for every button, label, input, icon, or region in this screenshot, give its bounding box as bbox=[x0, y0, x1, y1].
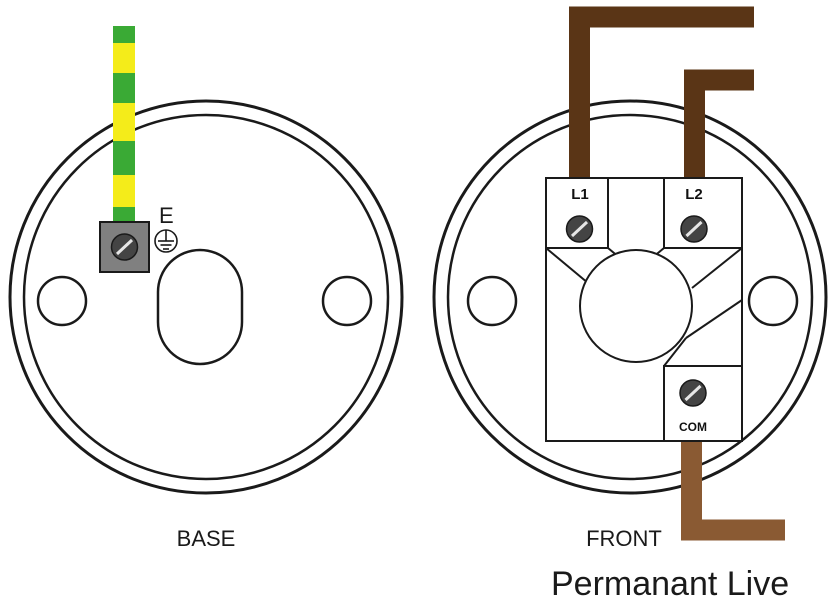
permanent-live-label: Permanant Live bbox=[551, 565, 789, 603]
front-unit: L1 L2 COM FRONT bbox=[432, 6, 828, 551]
front-mounting-hole-left bbox=[466, 275, 518, 327]
front-caption: FRONT bbox=[586, 526, 662, 551]
terminal-l1-screw bbox=[565, 215, 594, 243]
front-inner-ring bbox=[446, 113, 814, 481]
base-center-slot bbox=[156, 248, 244, 366]
base-unit: E BASE bbox=[8, 26, 404, 551]
permanent-live-wire bbox=[681, 438, 785, 541]
earth-ground-icon bbox=[154, 229, 178, 253]
base-mounting-hole-left bbox=[36, 275, 88, 327]
live-wire-l2 bbox=[684, 69, 754, 180]
terminal-com-screw bbox=[679, 379, 707, 407]
base-caption: BASE bbox=[177, 526, 236, 551]
terminal-l2-screw bbox=[680, 215, 708, 243]
terminal-l2-label: L2 bbox=[685, 186, 703, 203]
base-inner-ring bbox=[22, 113, 390, 481]
live-wire-l1 bbox=[569, 6, 754, 180]
earth-terminal-block bbox=[99, 221, 150, 273]
earth-terminal-screw bbox=[110, 233, 139, 261]
earth-label: E bbox=[159, 203, 174, 228]
terminal-l1-label: L1 bbox=[571, 186, 589, 203]
front-mounting-hole-right bbox=[747, 275, 799, 327]
base-mounting-hole-right bbox=[321, 275, 373, 327]
earth-wire bbox=[113, 26, 135, 226]
terminal-com-label: COM bbox=[679, 420, 707, 434]
